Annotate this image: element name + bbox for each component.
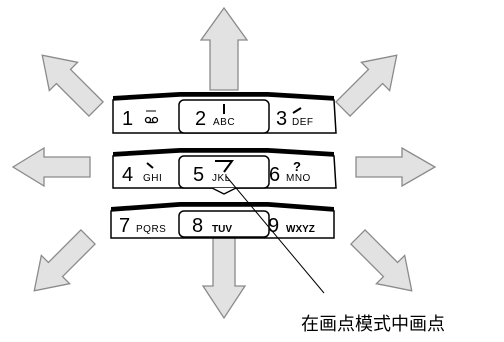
keypad-row-2: 4 GHI 5 JKL 6 ? MNO <box>112 148 337 195</box>
key-8-box[interactable] <box>178 210 270 238</box>
arrow-right-icon <box>355 146 437 188</box>
key-9-letters: WXYZ <box>286 224 315 235</box>
question-icon: ? <box>293 159 301 174</box>
key-8-letters: TUV <box>212 224 232 235</box>
key-3-letters: DEF <box>292 117 314 128</box>
key-3[interactable]: 3 DEF <box>276 107 314 130</box>
keypad-row-3: 7 PQRS 8 TUV 9 WXYZ <box>110 202 335 239</box>
arrow-down-left-icon <box>33 229 96 292</box>
key-8[interactable]: 8 TUV <box>192 215 232 237</box>
callout-leader-line <box>225 175 325 294</box>
key-4-digit: 4 <box>122 164 133 186</box>
caption-text: 在画点模式中画点 <box>301 314 445 335</box>
key-3-digit: 3 <box>276 108 287 130</box>
slash-icon <box>292 107 302 114</box>
seven-stroke-icon <box>215 160 234 173</box>
voicemail-icon <box>144 110 159 124</box>
key-2-box[interactable] <box>178 99 270 134</box>
key-5-digit: 5 <box>193 164 204 186</box>
arrow-up-left-icon <box>41 54 104 117</box>
center-notch <box>211 187 237 195</box>
key-7-digit: 7 <box>119 215 130 237</box>
key-2-digit: 2 <box>195 108 206 130</box>
arrow-down-right-icon <box>350 229 413 292</box>
arrow-down-icon <box>201 235 247 320</box>
key-2-letters: ABC <box>213 117 235 128</box>
key-7[interactable]: 7 PQRS <box>119 215 166 237</box>
row-1-top-bar <box>113 92 334 100</box>
key-7-letters: PQRS <box>136 224 166 235</box>
arrow-left-icon <box>11 146 91 188</box>
key-2[interactable]: 2 ABC <box>195 104 235 130</box>
key-1-digit: 1 <box>122 108 133 130</box>
key-6[interactable]: 6 ? MNO <box>269 159 311 186</box>
key-9-digit: 9 <box>268 215 279 237</box>
key-9[interactable]: 9 WXYZ <box>268 215 315 237</box>
backtick-icon <box>146 162 154 169</box>
arrow-up-icon <box>199 6 249 91</box>
keypad-row-1: 1 2 ABC 3 DEF <box>112 92 337 134</box>
key-4-letters: GHI <box>143 173 162 184</box>
key-5[interactable]: 5 JKL <box>193 160 234 186</box>
key-4[interactable]: 4 GHI <box>122 162 162 186</box>
arrow-up-right-icon <box>335 54 398 117</box>
row-2-top-bar <box>113 148 334 156</box>
keypad: 1 2 ABC 3 DEF <box>110 92 337 239</box>
row-3-top-bar <box>111 202 334 211</box>
key-6-letters: MNO <box>286 173 311 184</box>
key-5-letters: JKL <box>212 173 231 184</box>
key-8-digit: 8 <box>192 215 203 237</box>
key-6-digit: 6 <box>269 164 280 186</box>
key-1[interactable]: 1 <box>122 108 159 130</box>
